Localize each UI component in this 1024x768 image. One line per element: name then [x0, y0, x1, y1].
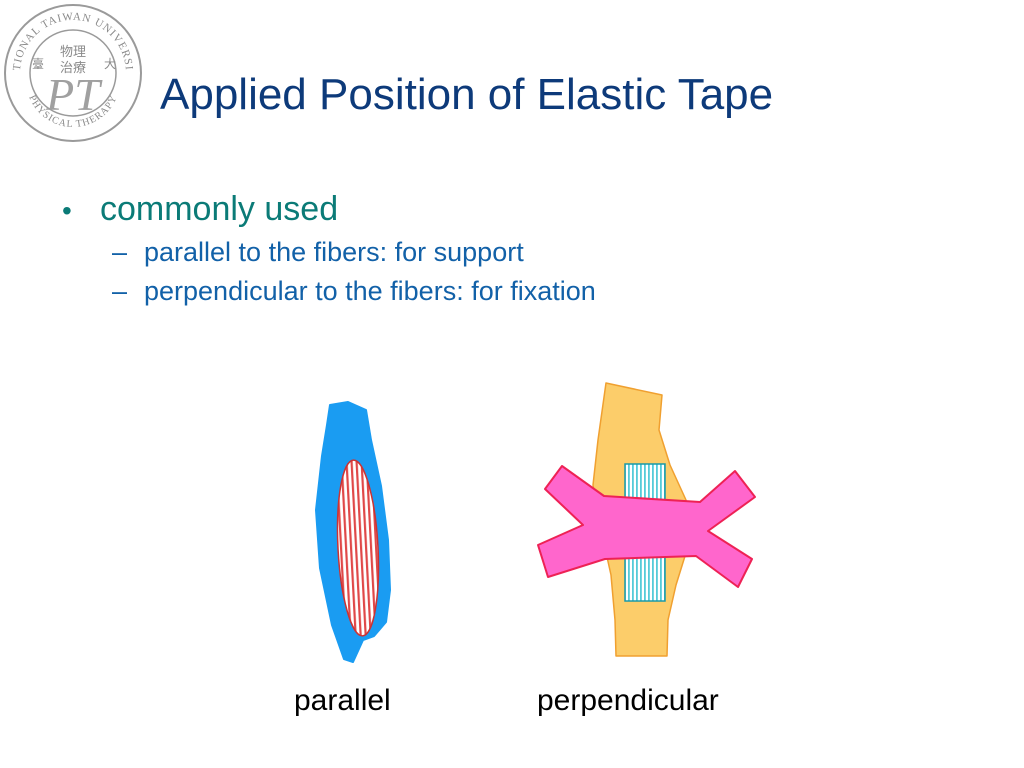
sub-bullet-text: parallel to the fibers: for support	[144, 237, 524, 267]
logo-chinese-mid: 治療	[60, 61, 86, 76]
logo-chinese-top: 物理	[60, 45, 86, 60]
ntu-pt-seal-icon: NATIONAL TAIWAN UNIVERSITY PHYSICAL THER…	[2, 2, 142, 142]
slide-title: Applied Position of Elastic Tape	[160, 70, 774, 119]
logo-chinese-right: 大	[104, 57, 116, 71]
bullet-marker: •	[62, 195, 72, 226]
sub-bullet-item: – perpendicular to the fibers: for fixat…	[112, 276, 596, 307]
bullet-text: commonly used	[100, 190, 339, 228]
caption-perpendicular: perpendicular	[537, 684, 719, 717]
parallel-illustration	[315, 401, 391, 663]
bullet-item: • commonly used	[62, 190, 596, 229]
caption-parallel: parallel	[294, 684, 391, 717]
logo-monogram: PT	[45, 69, 103, 120]
bullet-list: • commonly used – parallel to the fibers…	[62, 190, 596, 307]
logo-chinese-left: 臺	[32, 56, 44, 71]
elastic-tape-perpendicular	[537, 465, 756, 588]
sub-bullet-item: – parallel to the fibers: for support	[112, 237, 596, 268]
sub-bullet-marker: –	[112, 237, 128, 267]
perpendicular-illustration	[537, 382, 756, 657]
sub-bullet-text: perpendicular to the fibers: for fixatio…	[144, 276, 596, 306]
sub-bullet-marker: –	[112, 276, 128, 306]
muscle-fibers-parallel	[336, 459, 380, 637]
